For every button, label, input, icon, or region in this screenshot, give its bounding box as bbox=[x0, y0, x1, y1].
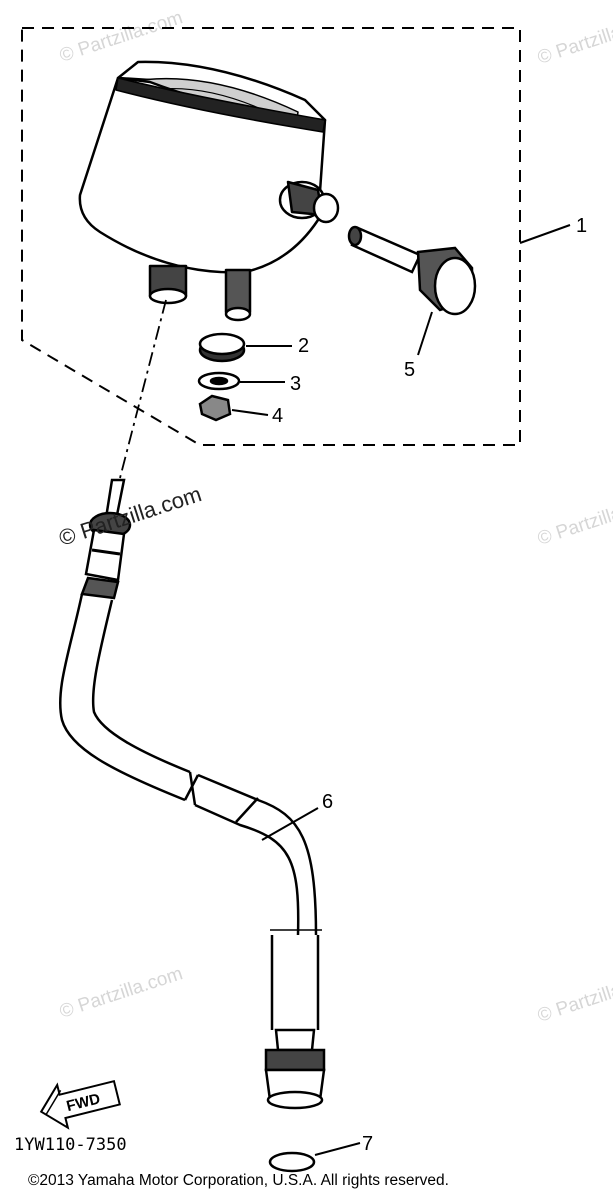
leader-lines bbox=[231, 224, 571, 1156]
meter-assembly bbox=[78, 60, 340, 322]
cable-upper-fitting bbox=[80, 478, 132, 600]
reset-knob bbox=[347, 225, 477, 316]
watermark-bottom-right: © Partzilla.com bbox=[535, 967, 613, 1027]
callout-4: 4 bbox=[272, 405, 283, 427]
cable-lower-fitting bbox=[264, 1028, 326, 1110]
washer bbox=[197, 371, 241, 391]
watermark-top-right: © Partzilla.com bbox=[535, 9, 613, 69]
speedometer-cable bbox=[58, 593, 322, 1030]
callout-2: 2 bbox=[298, 335, 309, 357]
watermark-top-left: © Partzilla.com bbox=[57, 7, 185, 67]
callout-1: 1 bbox=[576, 215, 587, 237]
diagram-code: 1YW110-7350 bbox=[14, 1135, 127, 1155]
grommet bbox=[198, 332, 246, 363]
callout-6: 6 bbox=[322, 791, 333, 813]
watermark-bottom-left: © Partzilla.com bbox=[57, 963, 185, 1023]
callout-3: 3 bbox=[290, 373, 301, 395]
watermark-primary: © Partzilla.com bbox=[56, 481, 205, 551]
center-line bbox=[119, 299, 167, 479]
copyright-notice: ©2013 Yamaha Motor Corporation, U.S.A. A… bbox=[28, 1172, 449, 1189]
nut bbox=[198, 394, 232, 422]
watermark-mid-right: © Partzilla.com bbox=[535, 490, 613, 550]
callout-5: 5 bbox=[404, 359, 415, 381]
callout-7: 7 bbox=[362, 1133, 373, 1155]
fwd-arrow: FWD bbox=[39, 1079, 121, 1130]
o-ring bbox=[268, 1151, 316, 1173]
